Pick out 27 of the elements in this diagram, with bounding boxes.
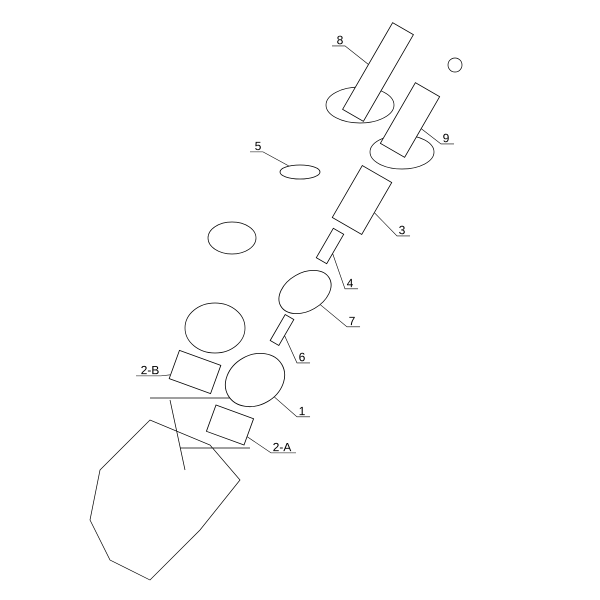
leader-line [332, 254, 358, 290]
valve-plate [168, 350, 222, 394]
leader-line [274, 396, 310, 418]
callout-number: 1 [300, 406, 305, 416]
drive-shaft [380, 82, 440, 158]
callout-number: 9 [443, 134, 449, 142]
leader-line [332, 46, 368, 65]
leader-line [284, 336, 310, 364]
callout-number: 6 [299, 352, 305, 362]
drive-shaft [342, 22, 414, 122]
leader-line [250, 152, 289, 166]
retainer-plate [278, 270, 332, 314]
leader-line [374, 212, 410, 236]
leader-line [320, 304, 360, 328]
callout-number: 7 [349, 316, 355, 326]
leader-line [247, 436, 296, 454]
callout-number: 8 [337, 36, 343, 44]
leader-line [136, 374, 170, 376]
callout-number: 4 [346, 278, 353, 288]
piston-rings [280, 164, 320, 180]
callout-number: 5 [255, 142, 261, 150]
callout-number: 2-A [273, 442, 292, 452]
callout-number: 2-B [141, 366, 159, 374]
center-pin [316, 228, 344, 264]
leader-line [421, 128, 454, 144]
callout-number: 3 [399, 226, 405, 234]
cylinder-block [225, 353, 285, 408]
